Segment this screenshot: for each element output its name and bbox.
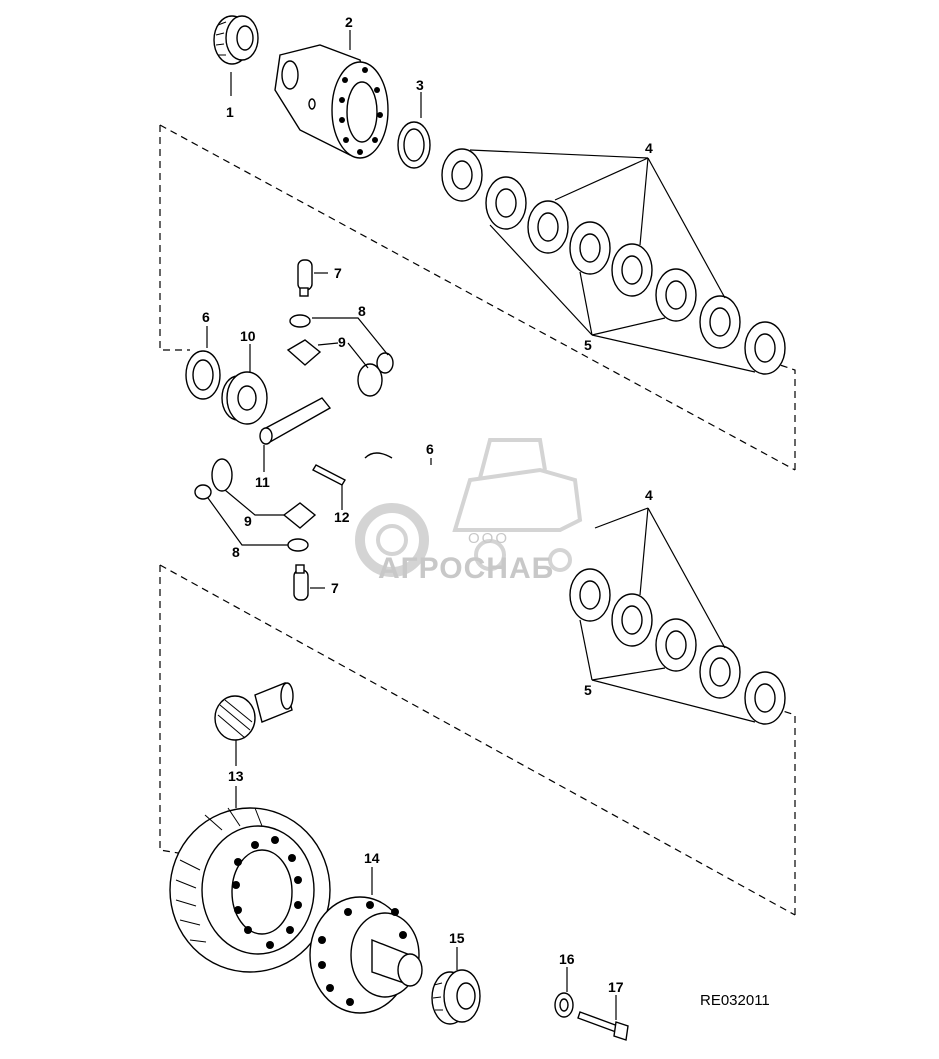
part-17-bolt (577, 1011, 629, 1041)
part-8-thrust-washer-upper (289, 314, 394, 374)
disc-4c (611, 243, 653, 297)
callout-6-upper: 6 (202, 309, 210, 325)
callout-7-upper: 7 (334, 265, 342, 281)
callout-labels: 1 2 3 4 5 6 7 8 9 10 11 6 12 4 5 9 8 7 1… (202, 14, 653, 995)
disc-4g (699, 645, 741, 699)
part-3-washer (397, 121, 431, 169)
disc-5b (569, 221, 611, 275)
part-15-bearing (431, 969, 481, 1025)
part-14-housing (309, 896, 423, 1014)
part-6-partial (364, 452, 393, 459)
disc-5a (485, 176, 527, 230)
callout-7-lower: 7 (331, 580, 339, 596)
disc-5g (744, 671, 786, 725)
part-9-pinion-gear-lower (211, 458, 317, 529)
callout-15: 15 (449, 930, 465, 946)
callout-leaders (206, 30, 617, 1020)
reference-code: RE032011 (700, 992, 770, 1009)
clutch-disc-stack-upper (441, 148, 786, 375)
watermark-harvester-icon (452, 438, 583, 572)
part-7-pin-upper (297, 259, 313, 297)
assembly-dashed-lines (159, 124, 796, 916)
callout-14: 14 (364, 850, 380, 866)
part-11-cross-shaft (259, 397, 332, 445)
callout-1: 1 (226, 104, 234, 120)
callout-4-upper: 4 (645, 140, 653, 156)
callout-17: 17 (608, 979, 624, 995)
disc-4f (611, 593, 653, 647)
clutch-disc-stack-lower (569, 568, 786, 725)
watermark-line1: ООО (468, 530, 509, 547)
leader-lines-4-5-lower (579, 507, 756, 723)
disc-4a (441, 148, 483, 202)
watermark-gear-icon (355, 503, 429, 577)
callout-4-lower: 4 (645, 487, 653, 503)
callout-2: 2 (345, 14, 353, 30)
part-12-pin (312, 464, 346, 486)
callout-8-lower: 8 (232, 544, 240, 560)
callout-5-upper: 5 (584, 337, 592, 353)
callout-9-lower: 9 (244, 513, 252, 529)
watermark-line2: АГРОСНАБ (378, 552, 554, 585)
part-1-bearing (213, 15, 259, 65)
callout-16: 16 (559, 951, 575, 967)
part-7-pin-lower (293, 564, 309, 601)
part-9-pinion-gear-upper (286, 339, 383, 397)
callout-9-upper: 9 (338, 334, 346, 350)
callout-8-upper: 8 (358, 303, 366, 319)
leader-lines-4-5-upper (469, 149, 756, 373)
disc-5d (744, 321, 786, 375)
ring-gear (169, 807, 331, 973)
callout-12: 12 (334, 509, 350, 525)
part-6-washer-upper (185, 350, 221, 400)
callout-5-lower: 5 (584, 682, 592, 698)
disc-4b (527, 200, 569, 254)
part-16-lock-washer (554, 992, 574, 1018)
callout-3: 3 (416, 77, 424, 93)
disc-5e (569, 568, 611, 622)
disc-5c (655, 268, 697, 322)
disc-5f (655, 618, 697, 672)
callout-13: 13 (228, 768, 244, 784)
callout-6-lower: 6 (426, 441, 434, 457)
callout-11: 11 (255, 474, 270, 490)
disc-4d (699, 295, 741, 349)
callout-10: 10 (240, 328, 256, 344)
part-2-differential-case (274, 44, 389, 159)
watermark: ООО АГРОСНАБ (355, 438, 583, 585)
part-13-drive-pinion (214, 682, 294, 741)
part-10-side-gear (221, 371, 268, 425)
